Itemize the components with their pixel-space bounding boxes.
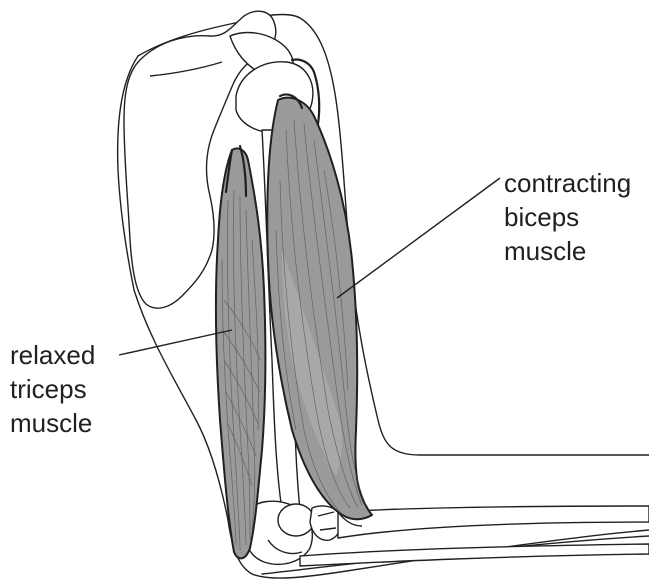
triceps-label: relaxed triceps muscle xyxy=(10,340,95,438)
triceps-label-line3: muscle xyxy=(10,408,92,438)
biceps-label-line1: contracting xyxy=(504,168,631,198)
triceps-label-line1: relaxed xyxy=(10,340,95,370)
radius-shaft xyxy=(338,506,649,538)
elbow-joint xyxy=(244,501,649,566)
ulna-shaft xyxy=(300,544,649,566)
humerus-condyle xyxy=(278,504,314,536)
biceps-label: contracting biceps muscle xyxy=(504,168,631,266)
biceps-label-line3: muscle xyxy=(504,236,586,266)
biceps-label-line2: biceps xyxy=(504,202,579,232)
triceps-pointer-line xyxy=(119,330,232,355)
triceps-label-line2: triceps xyxy=(10,374,87,404)
biceps-pointer-line xyxy=(337,178,500,298)
